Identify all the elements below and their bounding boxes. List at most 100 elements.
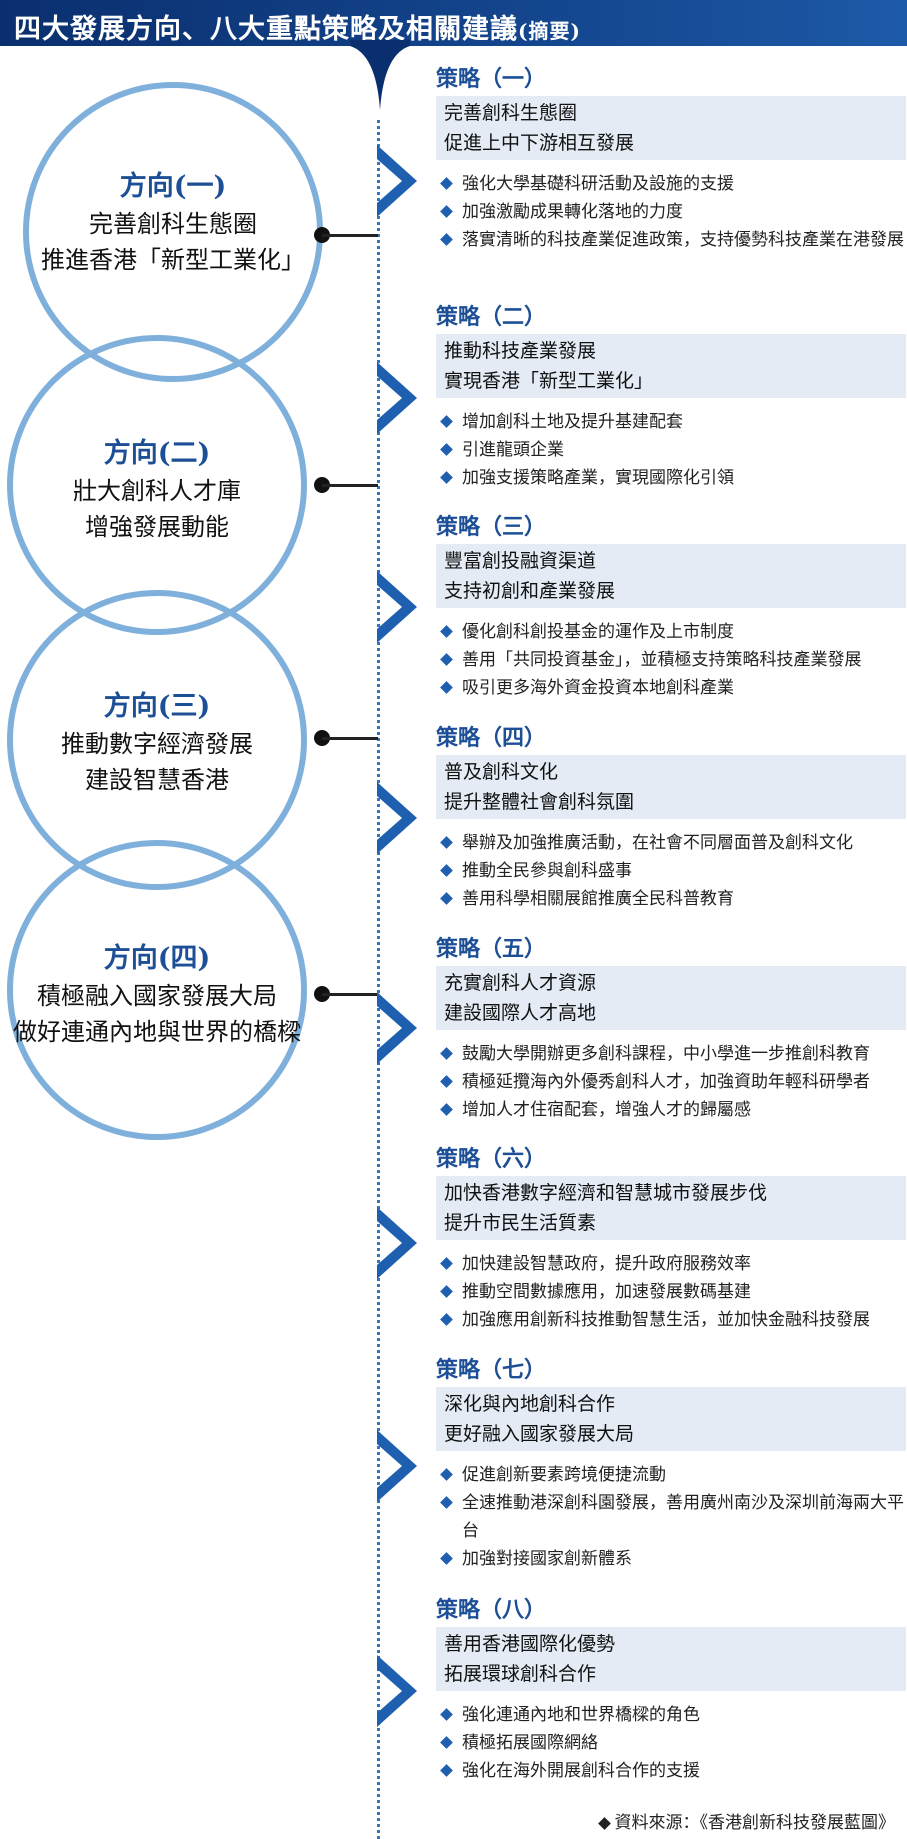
direction-title: 方向(一) — [119, 171, 227, 202]
strategy-summary-line: 建設國際人才高地 — [444, 1002, 597, 1024]
list-item-text: 加強支援策略產業，實現國際化引領 — [462, 468, 734, 488]
direction-title: 方向(二) — [103, 438, 211, 469]
strategy-summary: 完善創科生態圈 促進上中下游相互發展 — [436, 96, 906, 160]
direction-line: 積極融入國家發展大局 — [37, 982, 277, 1010]
title-suffix: (摘要) — [518, 19, 581, 43]
strategy-title: 策略（八） — [436, 1597, 547, 1623]
list-item: 吸引更多海外資金投資本地創科產業 — [436, 674, 906, 702]
direction-line: 推動數字經濟發展 — [61, 730, 253, 758]
list-item: 積極延攬海內外優秀創科人才，加強資助年輕科研學者 — [436, 1068, 906, 1096]
connector-line-1 — [322, 234, 378, 237]
list-item-text: 增加人才住宿配套，增強人才的歸屬感 — [462, 1100, 751, 1120]
strategy-8: 策略（八） 善用香港國際化優勢 拓展環球創科合作 強化連通內地和世界橋樑的角色 … — [436, 1593, 906, 1785]
strategy-title: 策略（二） — [436, 304, 547, 330]
direction-3: 方向(三) 推動數字經濟發展 建設智慧香港 — [0, 688, 317, 798]
strategy-1: 策略（一） 完善創科生態圈 促進上中下游相互發展 強化大學基礎科研活動及設施的支… — [436, 62, 906, 254]
diamond-bullet-icon — [440, 415, 453, 428]
direction-title: 方向(三) — [103, 691, 211, 722]
list-item: 加強對接國家創新體系 — [436, 1545, 906, 1573]
strategy-title: 策略（四） — [436, 725, 547, 751]
list-item: 強化在海外開展創科合作的支援 — [436, 1757, 906, 1785]
strategy-summary-line: 普及創科文化 — [444, 761, 559, 783]
list-item-text: 全速推動港深創科園發展，善用廣州南沙及深圳前海兩大平台 — [462, 1493, 904, 1541]
strategy-summary-line: 實現香港「新型工業化」 — [444, 370, 654, 392]
diamond-bullet-icon — [440, 471, 453, 484]
strategy-summary: 豐富創投融資渠道 支持初創和產業發展 — [436, 544, 906, 608]
direction-2: 方向(二) 壯大創科人才庫 增強發展動能 — [0, 435, 317, 545]
list-item: 推動全民參與創科盛事 — [436, 857, 906, 885]
list-item-text: 舉辦及加強推廣活動，在社會不同層面普及創科文化 — [462, 833, 853, 853]
strategy-title: 策略（六） — [436, 1146, 547, 1172]
list-item: 增加創科土地及提升基建配套 — [436, 408, 906, 436]
source-note: 資料來源：《香港創新科技發展藍圖》 — [597, 1808, 895, 1833]
list-item: 加強激勵成果轉化落地的力度 — [436, 198, 906, 226]
direction-title: 方向(四) — [103, 943, 211, 974]
chevron-3-icon — [377, 571, 417, 643]
list-item-text: 優化創科創投基金的運作及上市制度 — [462, 622, 734, 642]
strategy-title: 策略（五） — [436, 936, 547, 962]
strategy-summary-line: 促進上中下游相互發展 — [444, 132, 635, 154]
strategy-summary-line: 善用香港國際化優勢 — [444, 1633, 616, 1655]
list-item-text: 強化大學基礎科研活動及設施的支援 — [462, 174, 734, 194]
diamond-bullet-icon — [440, 233, 453, 246]
strategy-summary: 深化與內地創科合作 更好融入國家發展大局 — [436, 1387, 906, 1451]
diamond-bullet-icon — [440, 1708, 453, 1721]
direction-line: 完善創科生態圈 — [89, 210, 257, 238]
diamond-bullet-icon — [440, 892, 453, 905]
list-item: 加強應用創新科技推動智慧生活，並加快金融科技發展 — [436, 1306, 906, 1334]
diamond-bullet-icon — [440, 1552, 453, 1565]
list-item: 強化大學基礎科研活動及設施的支援 — [436, 170, 906, 198]
strategy-summary-line: 提升市民生活質素 — [444, 1212, 597, 1234]
strategy-summary: 加快香港數字經濟和智慧城市發展步伐 提升市民生活質素 — [436, 1176, 906, 1240]
strategy-3: 策略（三） 豐富創投融資渠道 支持初創和產業發展 優化創科創投基金的運作及上市制… — [436, 510, 906, 702]
strategy-5: 策略（五） 充實創科人才資源 建設國際人才高地 鼓勵大學開辦更多創科課程，中小學… — [436, 932, 906, 1124]
list-item-text: 推動空間數據應用，加速發展數碼基建 — [462, 1282, 751, 1302]
list-item: 落實清晰的科技產業促進政策，支持優勢科技產業在港發展 — [436, 226, 906, 254]
list-item: 積極拓展國際網絡 — [436, 1729, 906, 1757]
diamond-bullet-icon — [440, 443, 453, 456]
strategy-title: 策略（一） — [436, 66, 547, 92]
direction-circle-4 — [7, 840, 307, 1140]
strategy-2: 策略（二） 推動科技產業發展 實現香港「新型工業化」 增加創科土地及提升基建配套… — [436, 300, 906, 492]
list-item-text: 促進創新要素跨境便捷流動 — [462, 1465, 666, 1485]
strategy-summary-line: 充實創科人才資源 — [444, 972, 597, 994]
list-item: 加快建設智慧政府，提升政府服務效率 — [436, 1250, 906, 1278]
strategy-title: 策略（三） — [436, 514, 547, 540]
list-item: 善用「共同投資基金」，並積極支持策略科技產業發展 — [436, 646, 906, 674]
strategy-summary: 推動科技產業發展 實現香港「新型工業化」 — [436, 334, 906, 398]
list-item-text: 加強對接國家創新體系 — [462, 1549, 632, 1569]
direction-line: 增強發展動能 — [85, 513, 229, 541]
chevron-2-icon — [377, 362, 417, 434]
list-item: 善用科學相關展館推廣全民科普教育 — [436, 885, 906, 913]
strategy-7: 策略（七） 深化與內地創科合作 更好融入國家發展大局 促進創新要素跨境便捷流動 … — [436, 1353, 906, 1573]
direction-line: 壯大創科人才庫 — [73, 477, 241, 505]
direction-line: 做好連通內地與世界的橋樑 — [13, 1018, 301, 1046]
list-item-text: 落實清晰的科技產業促進政策，支持優勢科技產業在港發展 — [462, 230, 904, 250]
strategy-4: 策略（四） 普及創科文化 提升整體社會創科氛圍 舉辦及加強推廣活動，在社會不同層… — [436, 721, 906, 913]
list-item: 舉辦及加強推廣活動，在社會不同層面普及創科文化 — [436, 829, 906, 857]
connector-line-3 — [322, 737, 378, 740]
page-title: 四大發展方向、八大重點策略及相關建議(摘要) — [14, 7, 581, 46]
diamond-bullet-icon — [440, 1468, 453, 1481]
list-item: 強化連通內地和世界橋樑的角色 — [436, 1701, 906, 1729]
header-banner: 四大發展方向、八大重點策略及相關建議(摘要) — [0, 0, 907, 46]
connector-line-4 — [322, 993, 378, 996]
strategy-summary: 充實創科人才資源 建設國際人才高地 — [436, 966, 906, 1030]
list-item: 全速推動港深創科園發展，善用廣州南沙及深圳前海兩大平台 — [436, 1489, 906, 1545]
list-item-text: 善用「共同投資基金」，並積極支持策略科技產業發展 — [462, 650, 862, 670]
strategy-summary-line: 支持初創和產業發展 — [444, 580, 616, 602]
connector-line-2 — [322, 484, 378, 487]
list-item-text: 鼓勵大學開辦更多創科課程，中小學進一步推創科教育 — [462, 1044, 870, 1064]
list-item: 推動空間數據應用，加速發展數碼基建 — [436, 1278, 906, 1306]
list-item-text: 增加創科土地及提升基建配套 — [462, 412, 683, 432]
list-item: 加強支援策略產業，實現國際化引領 — [436, 464, 906, 492]
list-item: 鼓勵大學開辦更多創科課程，中小學進一步推創科教育 — [436, 1040, 906, 1068]
strategy-summary-line: 推動科技產業發展 — [444, 340, 597, 362]
strategy-summary-line: 提升整體社會創科氛圍 — [444, 791, 635, 813]
direction-1: 方向(一) 完善創科生態圈 推進香港「新型工業化」 — [13, 168, 333, 278]
header-notch — [350, 40, 410, 110]
list-item-text: 強化在海外開展創科合作的支援 — [462, 1761, 700, 1781]
diamond-bullet-icon — [440, 1313, 453, 1326]
strategy-summary-line: 完善創科生態圈 — [444, 102, 578, 124]
list-item: 引進龍頭企業 — [436, 436, 906, 464]
